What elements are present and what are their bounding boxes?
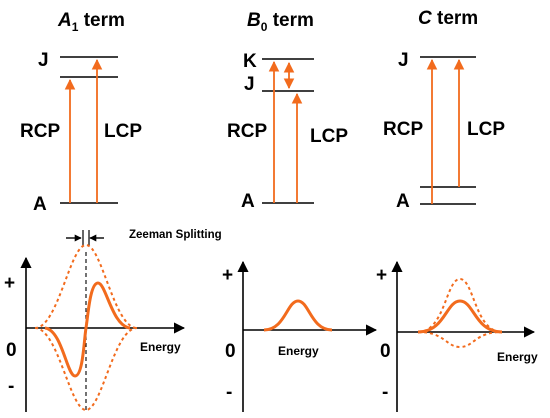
b0-lcp-label: LCP bbox=[310, 126, 348, 147]
c-mcd-curve bbox=[417, 299, 503, 334]
b0-rcp-label: RCP bbox=[227, 121, 267, 142]
a1-level-a-label: A bbox=[33, 194, 47, 215]
b0-mcd-curve bbox=[263, 299, 333, 332]
b0-term-panel: B0 term K J A RCP LCP + 0 - Energy bbox=[222, 10, 378, 412]
a1-term-panel: A1 term J A RCP LCP Zeeman Splitting + 0… bbox=[4, 10, 222, 412]
b0-level-j-label: J bbox=[244, 74, 255, 95]
a1-level-j-label: J bbox=[38, 50, 49, 71]
c-level-a-label: A bbox=[396, 191, 410, 212]
b0-title-subscript: 0 bbox=[261, 20, 268, 34]
c-title: C term bbox=[418, 8, 478, 29]
a1-plus-label: + bbox=[4, 273, 15, 294]
c-term-panel: C term J A RCP LCP + 0 - Energy bbox=[376, 8, 538, 412]
b0-level-k-label: K bbox=[243, 51, 257, 72]
c-lcp-band bbox=[417, 277, 503, 333]
a1-minus-label: - bbox=[8, 376, 14, 397]
a1-mcd-curve bbox=[44, 281, 131, 378]
a1-zeeman-label: Zeeman Splitting bbox=[129, 229, 222, 241]
c-level-j-label: J bbox=[398, 50, 409, 71]
b0-title-rest: term bbox=[267, 10, 313, 31]
b0-title: B0 term bbox=[247, 10, 314, 34]
b0-plus-label: + bbox=[222, 265, 233, 286]
c-minus-label: - bbox=[382, 382, 388, 403]
c-rcp-band bbox=[417, 331, 503, 349]
a1-title: A1 term bbox=[57, 10, 125, 34]
c-zero-label: 0 bbox=[380, 341, 391, 362]
a1-energy-label: Energy bbox=[140, 340, 181, 354]
a1-lcp-label: LCP bbox=[104, 121, 142, 142]
a1-title-rest: term bbox=[78, 10, 124, 31]
b0-level-a-label: A bbox=[241, 191, 255, 212]
c-title-symbol: C bbox=[418, 8, 432, 29]
a1-title-symbol: A bbox=[57, 10, 72, 31]
c-lcp-label: LCP bbox=[467, 119, 505, 140]
b0-energy-label: Energy bbox=[278, 344, 319, 358]
c-plus-label: + bbox=[376, 265, 387, 286]
b0-minus-label: - bbox=[226, 382, 232, 403]
a1-zero-label: 0 bbox=[6, 340, 17, 361]
c-rcp-label: RCP bbox=[383, 119, 423, 140]
b0-zero-label: 0 bbox=[225, 341, 236, 362]
c-title-rest: term bbox=[432, 8, 478, 29]
c-energy-label: Energy bbox=[497, 350, 538, 364]
a1-rcp-label: RCP bbox=[20, 121, 60, 142]
a1-lcp-band bbox=[34, 243, 138, 329]
b0-title-symbol: B bbox=[247, 10, 261, 31]
a1-title-subscript: 1 bbox=[72, 20, 79, 34]
